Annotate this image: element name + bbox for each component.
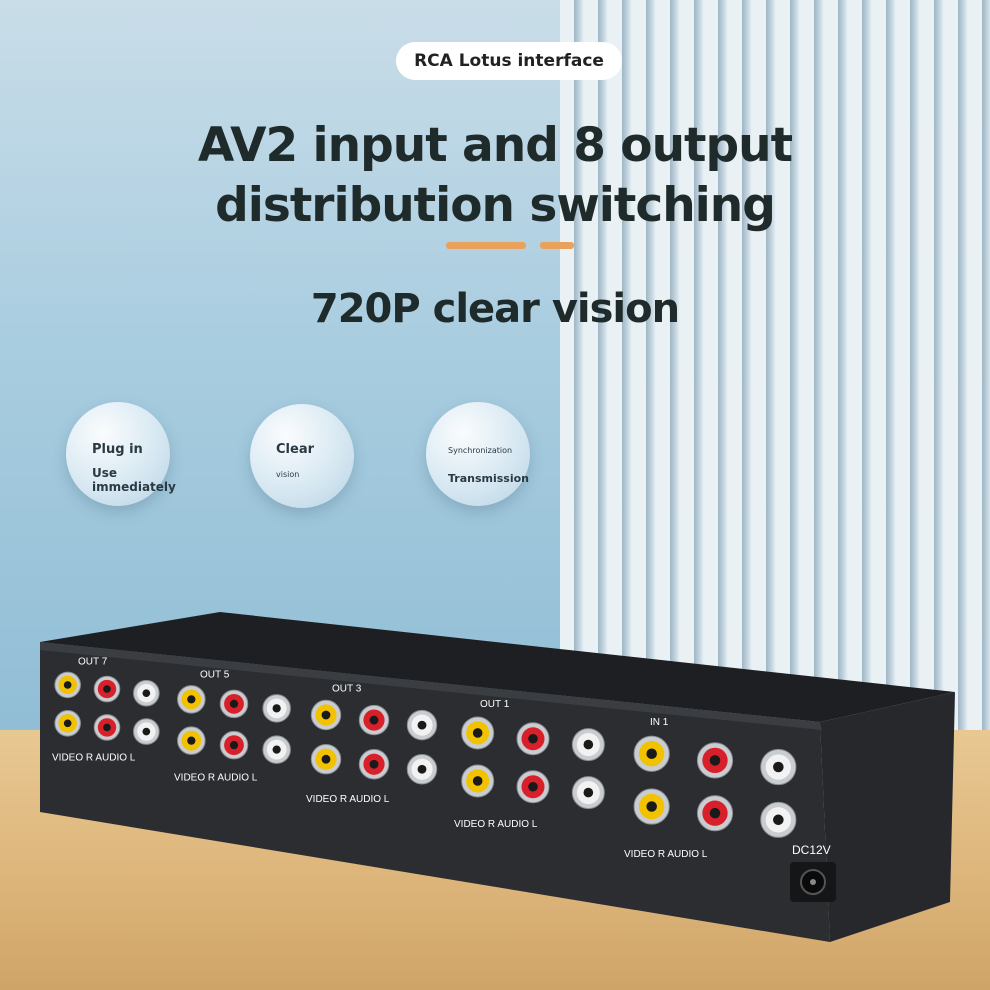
rca-jack[interactable]	[262, 735, 291, 764]
rca-jack[interactable]	[93, 714, 121, 741]
interface-badge: RCA Lotus interface	[396, 42, 622, 80]
device-side	[820, 692, 955, 942]
port-channel-label: VIDEO R AUDIO L	[624, 849, 708, 860]
rca-jack[interactable]	[54, 671, 81, 699]
rca-jack[interactable]	[461, 716, 495, 750]
rca-jack[interactable]	[133, 718, 160, 745]
rca-jack[interactable]	[633, 735, 670, 772]
feature-line: Clear	[276, 442, 314, 457]
device-top	[40, 612, 955, 722]
feature-line: Synchronization	[448, 446, 513, 455]
rca-jack[interactable]	[760, 748, 797, 786]
rca-jack[interactable]	[696, 795, 734, 832]
port-group-label: OUT 7	[78, 656, 108, 667]
rca-jack[interactable]	[406, 709, 438, 741]
feature-line: Transmission	[448, 472, 530, 485]
rca-jack[interactable]	[177, 685, 206, 714]
dc-power-label: DC12V	[792, 843, 831, 857]
port-channel-label: VIDEO R AUDIO L	[174, 773, 258, 784]
feature-line: vision	[276, 470, 300, 479]
subheadline: 720P clear vision	[310, 286, 680, 332]
port-group-label: IN 1	[650, 717, 669, 728]
feature-bubble-clear-vision: Clear vision	[250, 404, 354, 508]
rca-jack[interactable]	[93, 675, 121, 703]
av-distributor-device: DC12V OUT 7 VIDEO R AUDIO L OUT 5 VIDEO R A…	[40, 612, 955, 942]
rca-jack[interactable]	[219, 730, 249, 760]
rca-jack[interactable]	[516, 722, 550, 756]
headline-line-1: AV2 input and 8 output	[197, 118, 793, 173]
rca-jack[interactable]	[760, 801, 797, 838]
port-group-label: OUT 1	[480, 699, 510, 710]
rca-jack[interactable]	[516, 770, 550, 804]
port-channel-label: VIDEO R AUDIO L	[52, 752, 136, 763]
port-channel-label: VIDEO R AUDIO L	[306, 794, 390, 805]
feature-line: Plug in	[92, 442, 143, 457]
background-slat-panel	[560, 0, 990, 760]
rca-jack[interactable]	[633, 788, 670, 825]
accent-bar-long	[446, 242, 526, 249]
rca-jack[interactable]	[406, 754, 438, 785]
port-group-label: OUT 3	[332, 683, 362, 694]
rca-jack[interactable]	[571, 776, 605, 810]
rca-jack[interactable]	[310, 699, 342, 731]
port-labels: OUT 7 VIDEO R AUDIO L OUT 5 VIDEO R AUDIO L…	[52, 656, 708, 860]
rca-jack[interactable]	[219, 689, 249, 719]
rca-jack[interactable]	[461, 764, 495, 798]
feature-bubble-sync: Synchronization Transmission	[426, 402, 530, 506]
rca-jack[interactable]	[133, 679, 160, 707]
rca-jack[interactable]	[358, 749, 390, 780]
headline-line-2: distribution switching	[215, 178, 776, 233]
port-grid	[54, 671, 797, 838]
rca-jack[interactable]	[54, 710, 81, 737]
accent-bar-short	[540, 242, 574, 249]
rca-jack[interactable]	[696, 742, 734, 779]
rca-jack[interactable]	[571, 728, 605, 762]
rca-jack[interactable]	[358, 704, 390, 736]
feature-bubble-plug-in: Plug in Use immediately	[66, 402, 176, 506]
port-group-label: OUT 5	[200, 669, 230, 680]
dc-power-port: DC12V	[790, 843, 836, 902]
rca-jack[interactable]	[177, 726, 206, 755]
port-channel-label: VIDEO R AUDIO L	[454, 819, 538, 830]
rca-jack[interactable]	[262, 694, 291, 723]
feature-line: immediately	[92, 480, 176, 494]
rca-jack[interactable]	[310, 743, 342, 775]
feature-line: Use	[92, 466, 118, 480]
